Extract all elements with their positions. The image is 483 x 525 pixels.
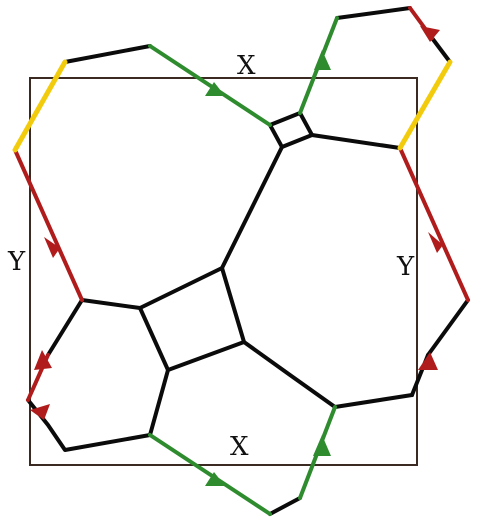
yellow-edges bbox=[12, 59, 453, 153]
red-arrow-icon bbox=[44, 237, 60, 258]
red-arrow-icon bbox=[420, 26, 440, 42]
black-edges bbox=[26, 6, 470, 516]
red-arrow-icon bbox=[30, 404, 50, 420]
red-arrow-icon bbox=[418, 352, 438, 370]
label-top-x: X bbox=[237, 51, 256, 81]
green-arrow-icon bbox=[313, 435, 331, 456]
unit-cell-frame bbox=[29, 77, 418, 466]
red-arrow-icon bbox=[34, 350, 52, 370]
green-arrow-icon bbox=[205, 472, 225, 486]
label-right-y: Y bbox=[396, 252, 415, 282]
label-left-y: Y bbox=[7, 247, 26, 277]
label-bottom-x: X bbox=[230, 432, 249, 462]
direction-arrows bbox=[30, 26, 443, 486]
green-arrow-icon bbox=[205, 82, 225, 96]
green-arrow-icon bbox=[314, 50, 331, 70]
red-arrow-icon bbox=[428, 232, 443, 253]
